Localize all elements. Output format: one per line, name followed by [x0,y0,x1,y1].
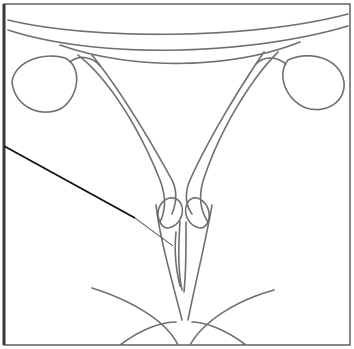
pointer-line-tip [135,218,173,246]
left-ovary [12,56,77,112]
pointer-line [4,146,135,218]
pelvic-floor-left-lower [120,322,176,345]
pelvic-floor-right [190,290,274,345]
vaginal-canal-inner-b [184,222,186,292]
cervix-right-lobe [186,198,210,228]
pelvic-floor-left [92,288,178,345]
vaginal-wall-right [188,205,212,320]
cervix-left-lobe [158,198,182,228]
right-ovary [283,56,344,110]
top-band-upper [8,14,348,34]
pelvic-floor-right-lower [192,322,246,345]
left-uterine-wall-outer [78,55,165,222]
right-uterine-wall-inner [186,52,264,214]
